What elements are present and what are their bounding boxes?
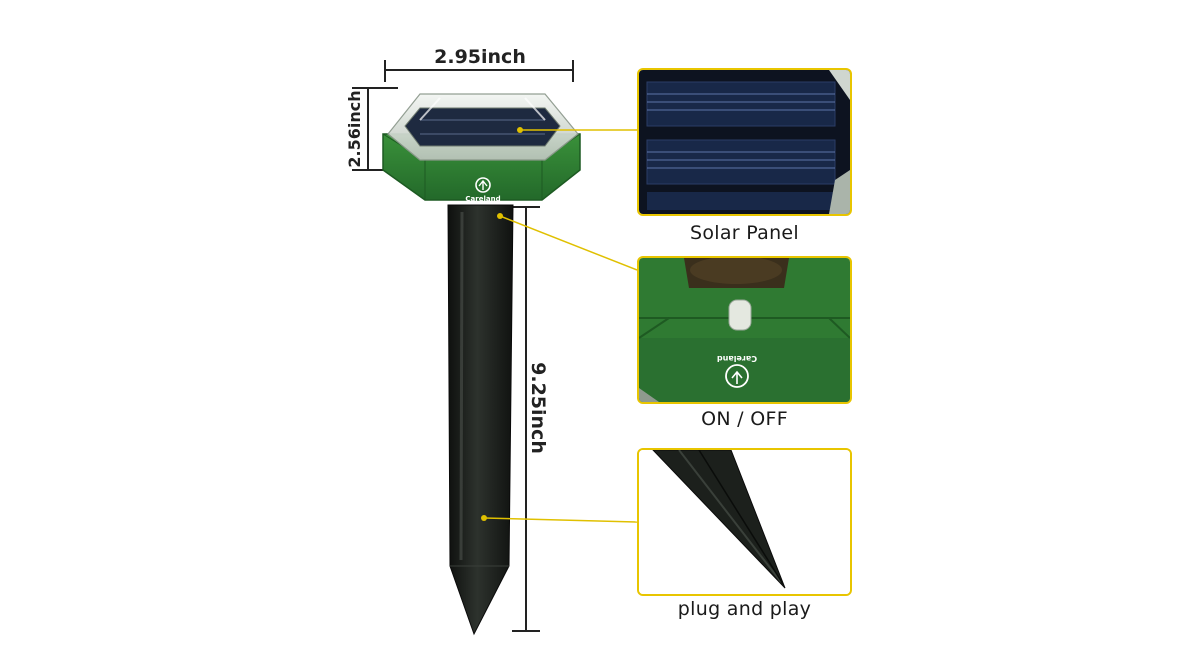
stake-tip-closeup — [639, 450, 850, 594]
solar-panel-inset — [637, 68, 852, 216]
on-off-closeup: Careland — [639, 258, 850, 402]
cap-height-dimension: 2.56inch — [345, 87, 398, 171]
svg-text:Careland: Careland — [717, 354, 757, 363]
on-off-caption: ON / OFF — [701, 408, 788, 430]
solar-panel-caption: Solar Panel — [689, 222, 799, 244]
cap-height-dimension-label: 2.56inch — [345, 90, 364, 167]
careland-logo: Careland — [465, 177, 501, 203]
logo-text: Careland — [465, 195, 500, 203]
length-dimension-label: 9.25inch — [527, 362, 549, 454]
stake-tip-inset — [637, 448, 852, 596]
on-off-inset: Careland — [637, 256, 852, 404]
solar-panel-closeup — [639, 70, 850, 214]
length-dimension: 9.25inch — [512, 206, 549, 632]
plug-and-play-caption: plug and play — [677, 598, 812, 620]
leader-lines — [481, 127, 638, 523]
width-dimension: 2.95inch — [384, 46, 574, 82]
solar-dome — [387, 93, 579, 161]
stake — [447, 204, 514, 636]
width-dimension-label: 2.95inch — [434, 46, 526, 68]
